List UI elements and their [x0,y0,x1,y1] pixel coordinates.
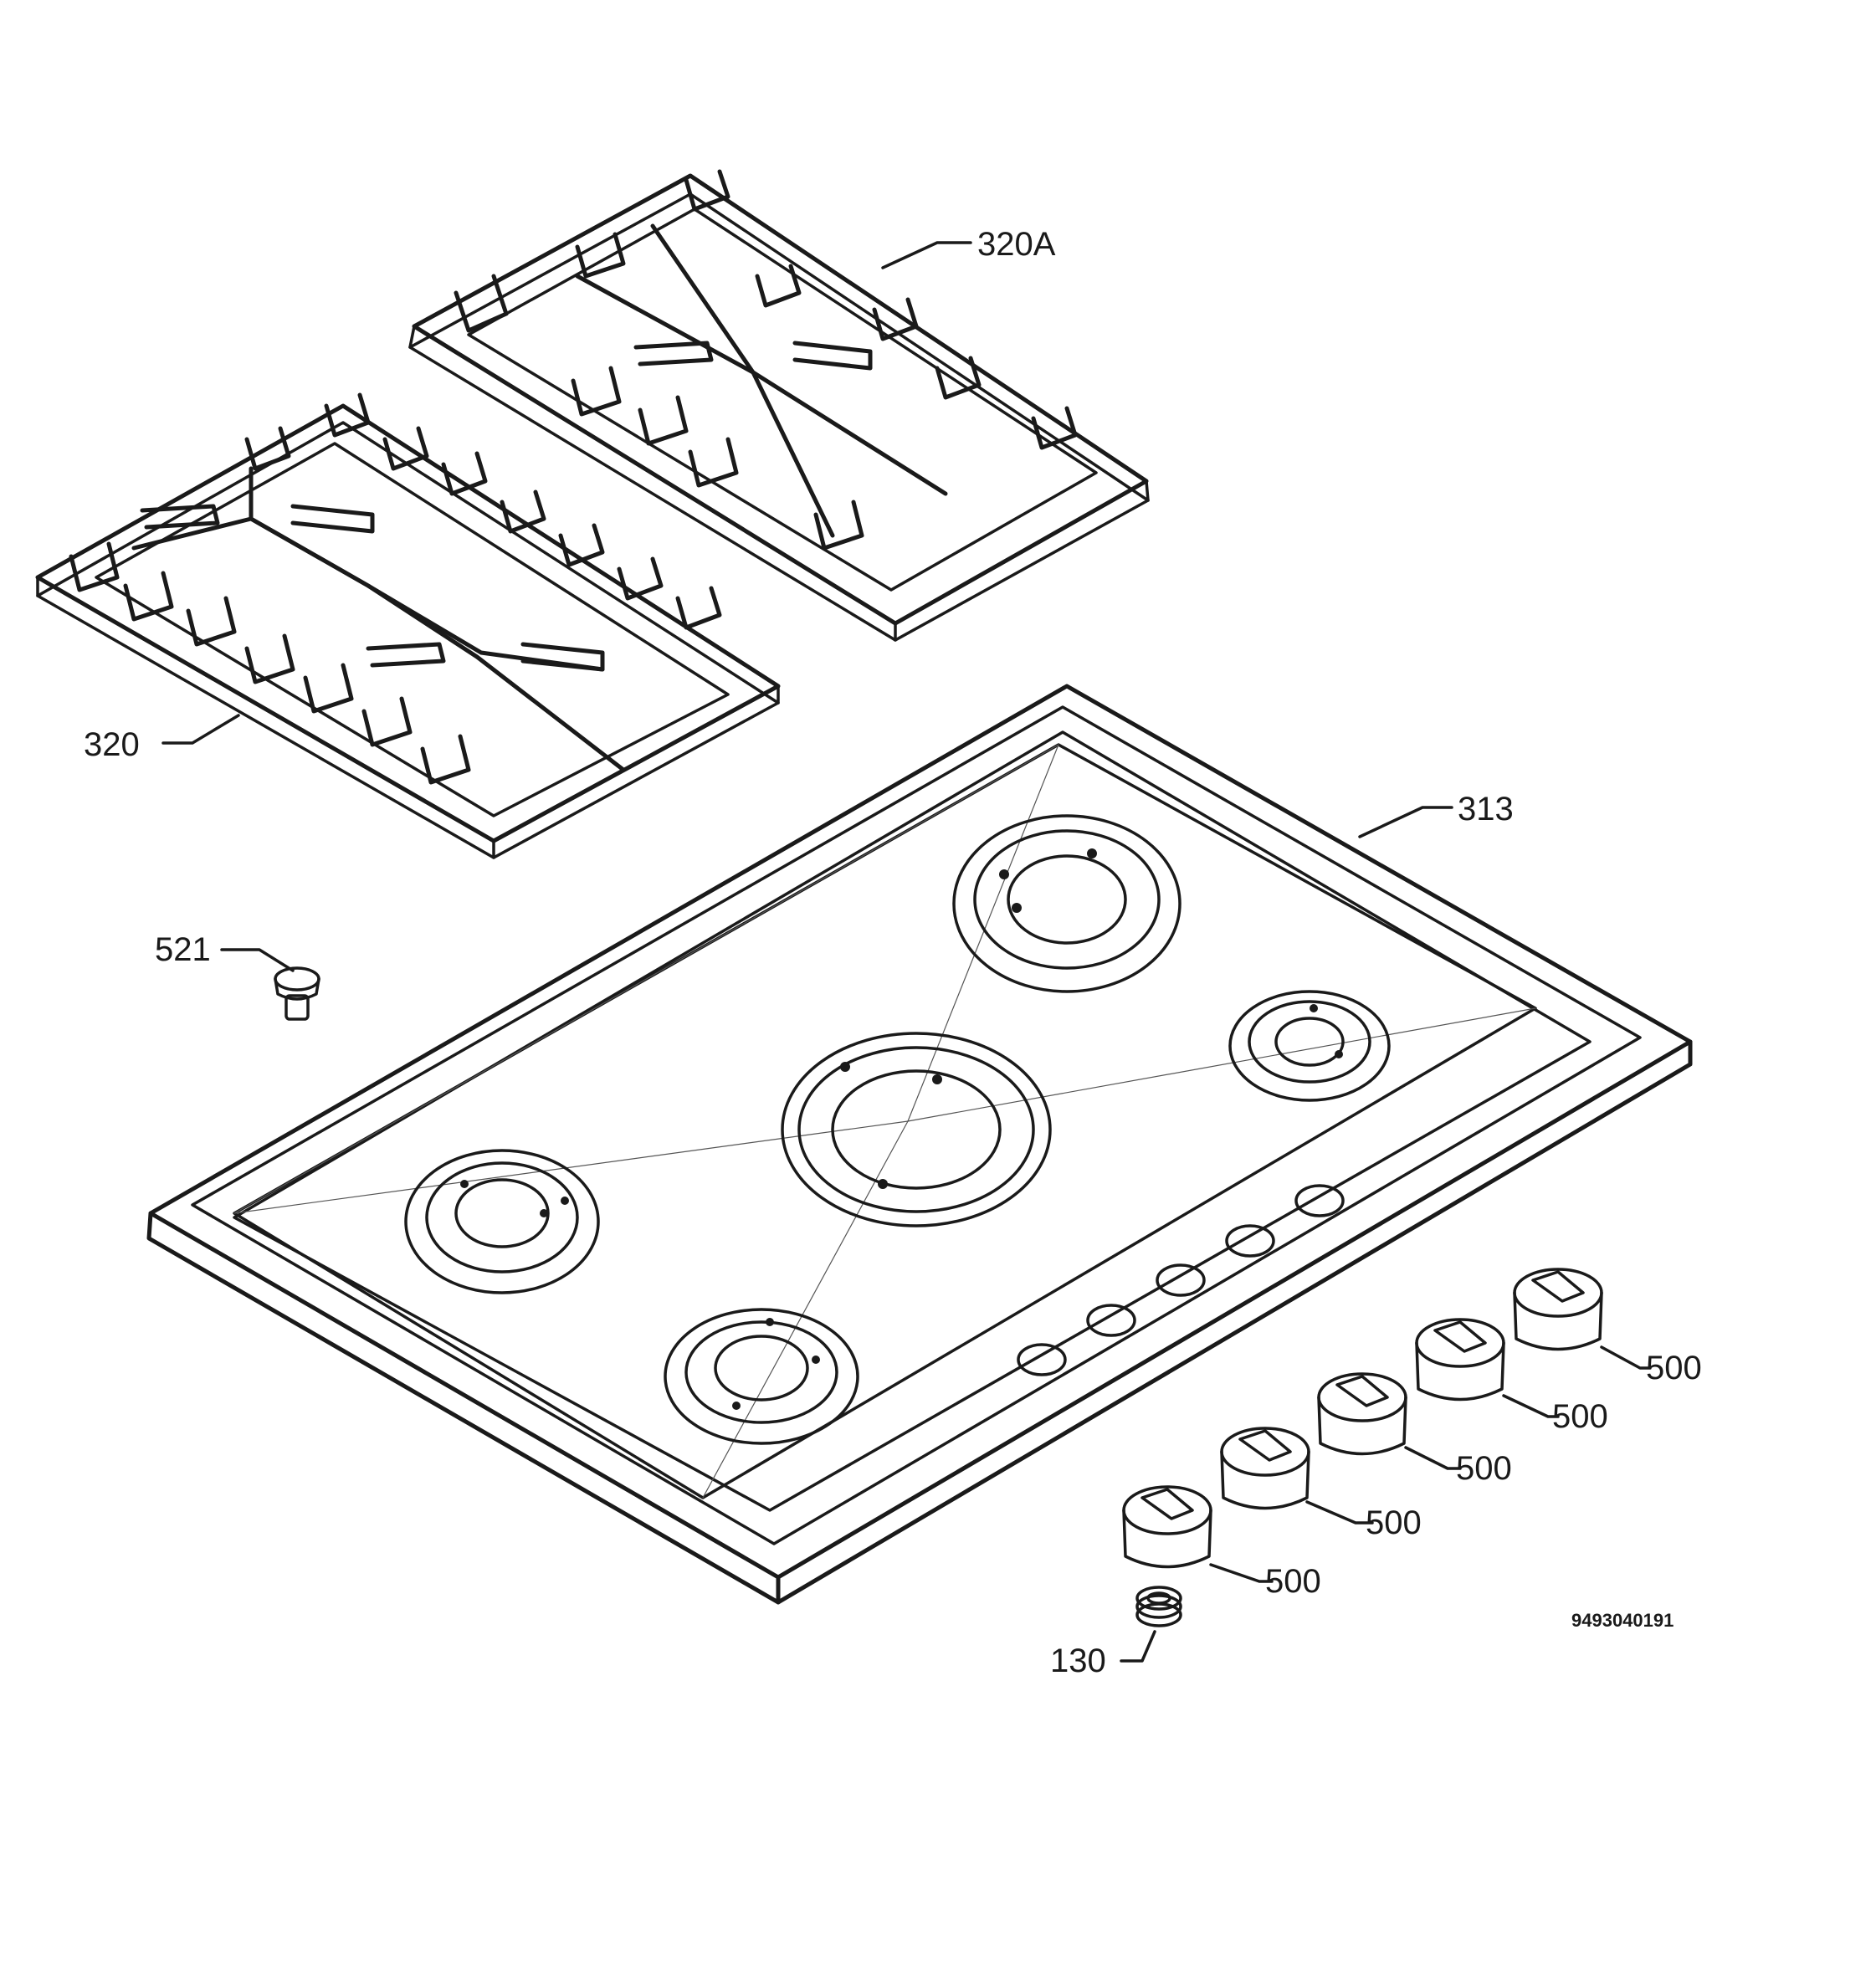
control-knobs-500 [1122,1268,1603,1569]
pan-support-320a [408,169,1150,642]
callout-500-knob-5: 500 [1646,1350,1702,1386]
callout-320a: 320A [977,226,1056,263]
knob [1220,1427,1310,1510]
callout-500-knob-2: 500 [1366,1504,1422,1541]
callout-313: 313 [1458,791,1514,828]
knob [1513,1268,1603,1351]
knob [1317,1372,1407,1456]
document-number: 9493040191 [1571,1610,1674,1631]
callout-320: 320 [84,726,140,763]
callout-500-knob-1: 500 [1265,1563,1321,1600]
screw-521 [274,966,320,1021]
callout-130: 130 [1050,1642,1106,1679]
callout-500-knob-3: 500 [1456,1450,1512,1487]
spring-130 [1135,1586,1182,1627]
knob [1415,1318,1505,1402]
pan-support-320 [35,392,781,859]
hob-top-313 [146,684,1693,1605]
knob [1122,1485,1212,1569]
callout-500-knob-4: 500 [1552,1398,1608,1435]
callout-leaders [161,241,1652,1663]
callout-521: 521 [155,931,211,968]
